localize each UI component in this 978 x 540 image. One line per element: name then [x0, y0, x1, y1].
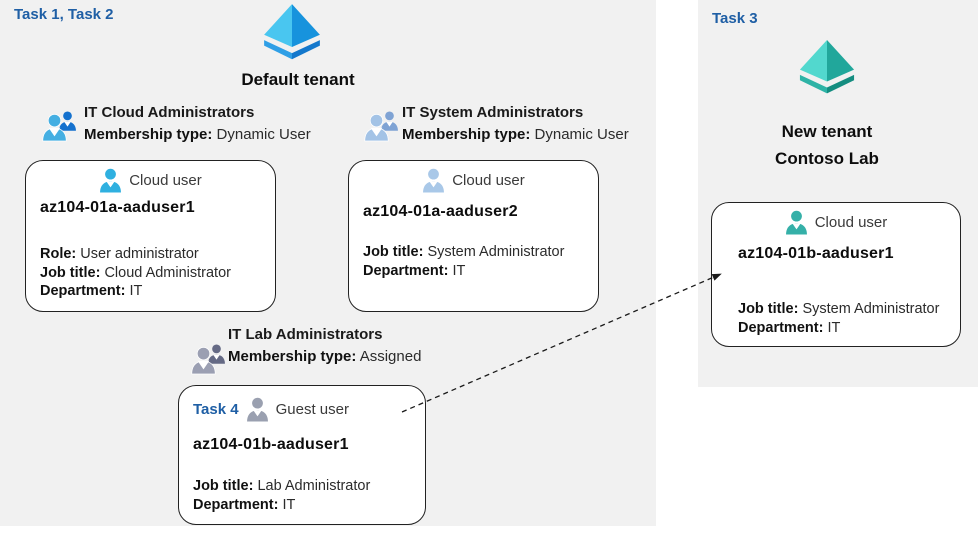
attr-line: Job title: Cloud Administrator — [40, 264, 231, 281]
user-type-label: Cloud user — [129, 172, 202, 189]
new-tenant-title-line2: Contoso Lab — [775, 149, 879, 168]
card-header: Cloud user — [349, 168, 598, 193]
group-it-cloud-administrators: IT Cloud Administrators Membership type:… — [84, 104, 311, 143]
user-attributes: Job title: System Administrator Departme… — [363, 243, 564, 280]
user-name: az104-01a-aaduser2 — [363, 203, 518, 220]
azure-ad-tenant-icon — [264, 4, 320, 60]
task-3-label: Task 3 — [712, 10, 758, 27]
attr-line: Job title: System Administrator — [738, 301, 940, 317]
membership-label: Membership type: — [228, 348, 357, 365]
membership-label: Membership type: — [84, 126, 213, 143]
user-card-aaduser2: Cloud user az104-01a-aaduser2 Job title:… — [348, 160, 599, 312]
task-4-label: Task 4 — [193, 401, 239, 418]
user-name: az104-01b-aaduser1 — [738, 245, 894, 262]
guest-user-icon — [246, 397, 268, 422]
new-tenant-title-line1: New tenant — [781, 122, 873, 141]
group-title: IT Lab Administrators — [228, 326, 383, 343]
attr-line: Department: IT — [40, 283, 143, 299]
card-header: Cloud user — [712, 210, 960, 235]
attr-line: Role: User administrator — [40, 246, 199, 262]
membership-value: Dynamic User — [534, 126, 629, 143]
new-tenant-user-card: Cloud user az104-01b-aaduser1 Job title:… — [711, 202, 961, 347]
cloud-user-icon — [785, 210, 807, 235]
membership-label: Membership type: — [402, 126, 531, 143]
user-name: az104-01b-aaduser1 — [193, 436, 349, 453]
user-card-aaduser1: Cloud user az104-01a-aaduser1 Role: User… — [25, 160, 276, 312]
card-header: Task 4 Guest user — [179, 397, 425, 422]
attr-line: Job title: System Administrator — [363, 244, 565, 260]
user-type-label: Cloud user — [452, 172, 525, 189]
user-attributes: Job title: Lab Administrator Department:… — [193, 477, 370, 514]
membership-value: Assigned — [359, 348, 422, 365]
attr-line: Department: IT — [363, 262, 466, 279]
default-tenant-title: Default tenant — [241, 70, 355, 89]
cloud-user-icon — [100, 168, 122, 193]
group-people-icon — [364, 111, 400, 142]
attr-line: Department: IT — [193, 496, 296, 513]
user-type-label: Cloud user — [814, 214, 888, 231]
group-title: IT Cloud Administrators — [84, 104, 255, 121]
group-people-icon — [191, 344, 227, 375]
membership-value: Dynamic User — [216, 126, 311, 143]
user-attributes: Role: User administrator Job title: Clou… — [40, 245, 231, 301]
group-title: IT System Administrators — [402, 104, 584, 121]
group-membership: Membership type: Dynamic User — [84, 126, 311, 143]
group-people-icon — [42, 111, 78, 142]
user-type-label: Guest user — [275, 401, 349, 418]
group-it-system-administrators: IT System Administrators Membership type… — [402, 104, 629, 143]
user-attributes: Job title: System Administrator Departme… — [738, 300, 939, 337]
group-membership: Membership type: Dynamic User — [402, 126, 629, 143]
user-name: az104-01a-aaduser1 — [40, 199, 195, 216]
task-1-2-label: Task 1, Task 2 — [14, 6, 114, 23]
group-it-lab-administrators: IT Lab Administrators Membership type: A… — [228, 326, 421, 365]
guest-user-card: Task 4 Guest user az104-01b-aaduser1 Job… — [178, 385, 426, 525]
card-header: Cloud user — [26, 168, 275, 193]
attr-line: Job title: Lab Administrator — [193, 478, 371, 494]
attr-line: Department: IT — [738, 319, 841, 336]
cloud-user-icon — [423, 168, 445, 193]
new-tenant-icon — [799, 39, 855, 94]
group-membership: Membership type: Assigned — [228, 348, 421, 365]
